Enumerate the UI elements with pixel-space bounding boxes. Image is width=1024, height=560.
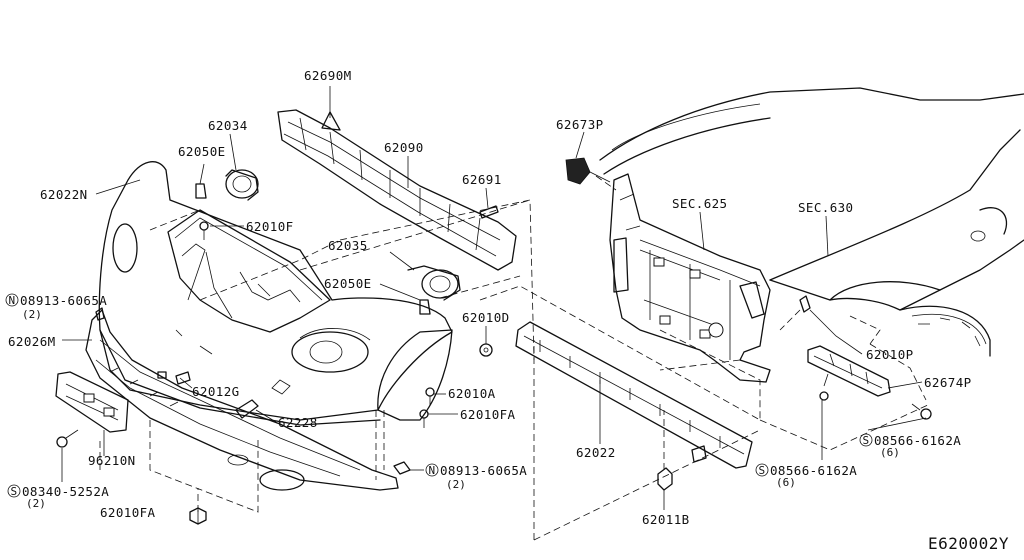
label-08566-right: 08566-6162A (874, 433, 961, 448)
label-sec625: SEC.625 (672, 196, 727, 211)
label-62010FA-mid: 62010FA (460, 407, 516, 422)
label-08566-mid: 08566-6162A (770, 463, 857, 478)
qty-08913-bot: (2) (446, 478, 466, 491)
label-62012G: 62012G (192, 384, 240, 399)
label-62035: 62035 (328, 238, 368, 253)
leader-lines (61, 86, 927, 524)
radiator-core-support-sec625 (609, 173, 771, 383)
bumper-fascia (98, 161, 453, 426)
license-bracket-96210N (55, 371, 129, 433)
fog-bracket-62034 (225, 169, 259, 201)
callout-labels: 62690M 62034 62090 62050E 62022N 62691 6… (5, 68, 1009, 553)
reinforcement-62090 (277, 109, 517, 271)
prefix-n1: N (9, 294, 16, 307)
label-62010D: 62010D (462, 310, 510, 325)
label-62022N: 62022N (40, 187, 88, 202)
label-62010A: 62010A (448, 386, 496, 401)
clip-62691 (479, 205, 499, 219)
clip-62010P (799, 295, 811, 313)
hood-lock-62673P (565, 157, 611, 185)
clip-62690M (321, 111, 341, 131)
label-62228: 62228 (278, 415, 318, 430)
label-62010P: 62010P (866, 347, 914, 362)
qty-08566-mid: (6) (776, 476, 796, 489)
label-62034: 62034 (208, 118, 248, 133)
clip-62050E-mid (419, 299, 431, 315)
circle-s1 (7, 484, 21, 498)
diagram-code: E620002Y (928, 534, 1009, 553)
prefix-s1: S (11, 485, 18, 498)
label-62010FA-bot: 62010FA (100, 505, 156, 520)
fender-top-line (599, 87, 1024, 175)
qty-08566-right: (6) (880, 446, 900, 459)
prefix-s3: S (759, 464, 766, 477)
dashed-guides (99, 175, 931, 541)
label-62690M: 62690M (304, 68, 352, 83)
circle-n1 (5, 293, 19, 307)
label-sec630: SEC.630 (798, 200, 853, 215)
label-62050E-mid: 62050E (324, 276, 372, 291)
label-62691: 62691 (462, 172, 502, 187)
label-62022: 62022 (576, 445, 616, 460)
qty-08913-top: (2) (22, 308, 42, 321)
label-62673P: 62673P (556, 117, 604, 132)
label-62010F: 62010F (246, 219, 294, 234)
circle-s3 (755, 463, 769, 477)
qty-08340: (2) (26, 497, 46, 510)
label-08340: 08340-5252A (22, 484, 109, 499)
fasteners (56, 221, 932, 525)
label-62026M: 62026M (8, 334, 56, 349)
prefix-n2: N (429, 464, 436, 477)
fender-sec630 (769, 129, 1024, 357)
label-08913-top: 08913-6065A (20, 293, 107, 308)
label-62674P: 62674P (924, 375, 972, 390)
prefix-s2: S (863, 434, 870, 447)
circle-s2 (859, 433, 873, 447)
label-62011B: 62011B (642, 512, 690, 527)
label-62050E-top: 62050E (178, 144, 226, 159)
circle-n2 (425, 463, 439, 477)
clip-62050E-top (195, 183, 207, 199)
label-62090: 62090 (384, 140, 424, 155)
energy-absorber-62022 (515, 321, 753, 469)
label-96210N: 96210N (88, 453, 136, 468)
side-bracket-62674P (807, 345, 891, 397)
label-08913-bot: 08913-6065A (440, 463, 527, 478)
